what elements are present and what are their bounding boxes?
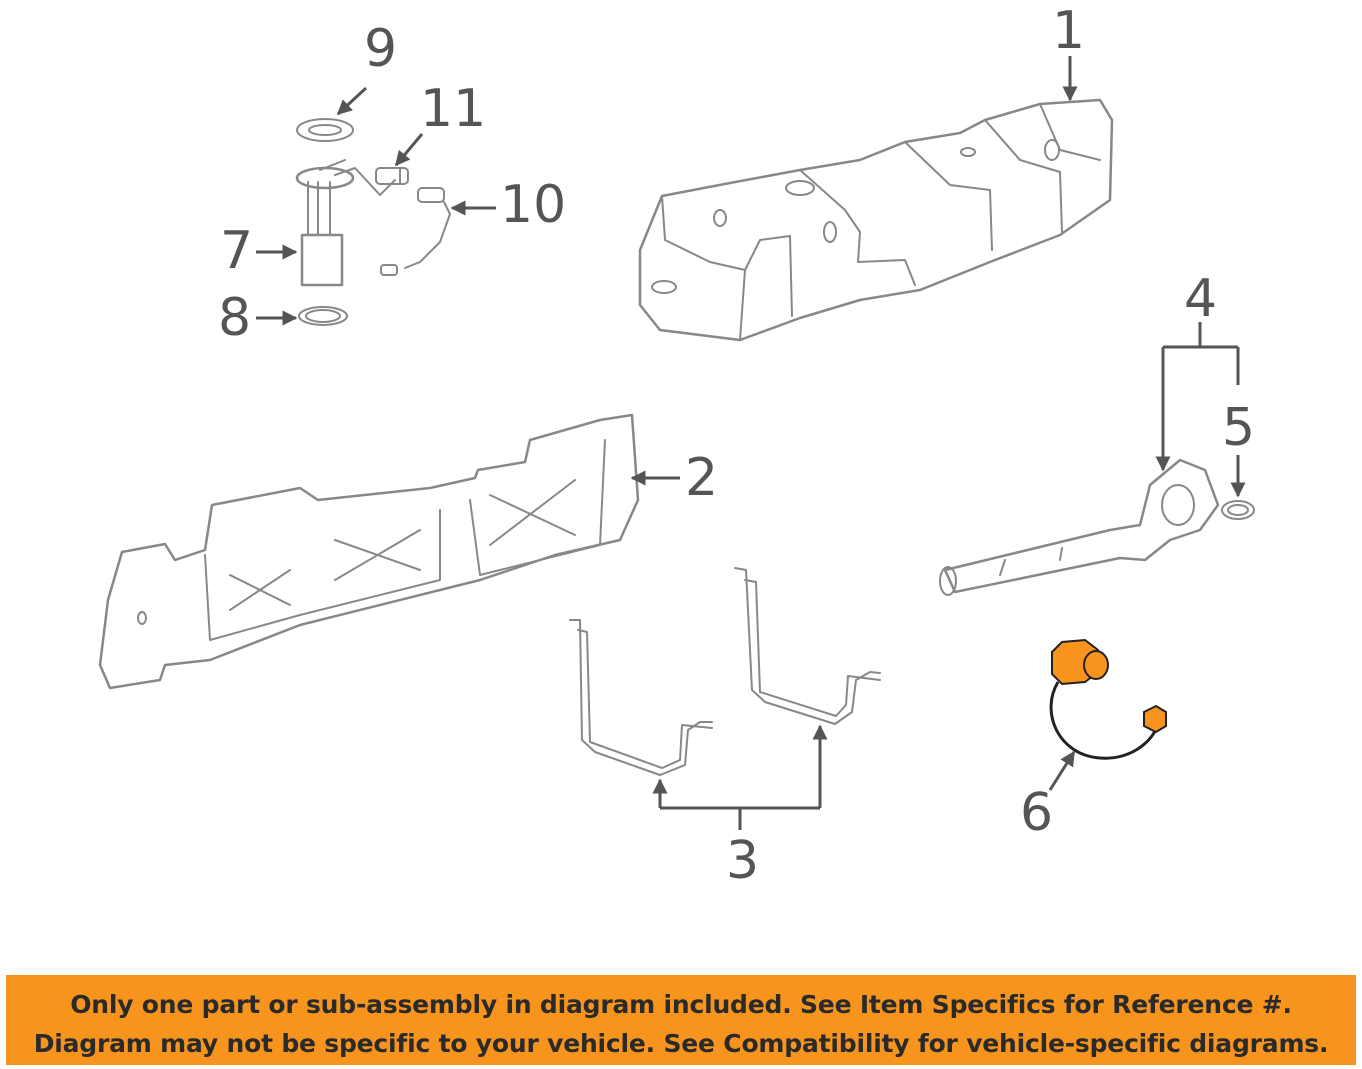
callout-5: 5 bbox=[1222, 398, 1255, 458]
disclaimer-line-2: Diagram may not be specific to your vehi… bbox=[33, 1029, 1329, 1058]
fuel-tank-part-1 bbox=[638, 98, 1114, 342]
filler-seal-part-5 bbox=[1221, 500, 1255, 520]
callout-4: 4 bbox=[1184, 269, 1217, 329]
callout-7: 7 bbox=[220, 221, 253, 281]
callout-6: 6 bbox=[1020, 783, 1053, 843]
callout-labels: 1 2 3 4 5 6 7 8 9 10 11 bbox=[218, 1, 1255, 891]
skid-plate-part-2 bbox=[98, 413, 640, 690]
parts-diagram: 1 2 3 4 5 6 7 8 9 10 11 bbox=[98, 1, 1255, 891]
lock-ring-part-9 bbox=[296, 118, 354, 142]
fuel-cap-part-6 bbox=[1049, 638, 1167, 760]
sensor-harness-part-10 bbox=[380, 187, 451, 276]
callout-3: 3 bbox=[726, 831, 759, 891]
disclaimer-banner: Only one part or sub-assembly in diagram… bbox=[6, 975, 1356, 1065]
callout-2: 2 bbox=[685, 448, 718, 508]
filler-neck-part-4 bbox=[939, 458, 1220, 596]
callout-9: 9 bbox=[364, 19, 397, 79]
callout-1: 1 bbox=[1052, 1, 1085, 61]
pump-seal-part-8 bbox=[298, 306, 348, 326]
callout-10: 10 bbox=[500, 175, 566, 235]
fuel-pump-module-part-7 bbox=[295, 159, 396, 287]
leader-lines bbox=[256, 56, 1246, 830]
callout-8: 8 bbox=[218, 288, 251, 348]
disclaimer-line-1: Only one part or sub-assembly in diagram… bbox=[70, 990, 1292, 1019]
tank-straps-part-3 bbox=[569, 567, 881, 776]
connector-part-11 bbox=[375, 167, 409, 185]
callout-11: 11 bbox=[420, 79, 486, 139]
